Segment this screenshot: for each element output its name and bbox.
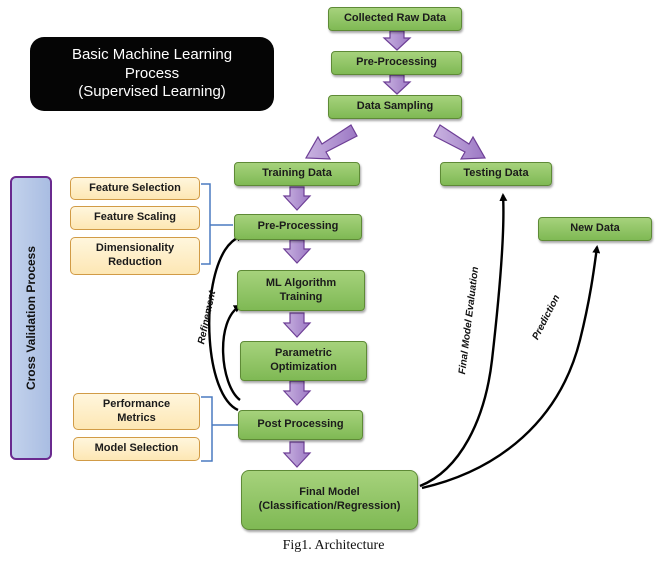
pre-processing-top-text: Pre-Processing	[356, 56, 437, 69]
title-line-3: (Supervised Learning)	[78, 83, 226, 101]
pre-processing-box: Pre-Processing	[234, 214, 362, 240]
post-processing-text: Post Processing	[257, 418, 344, 431]
ml-algorithm-training-text: ML Algorithm Training	[266, 277, 336, 305]
arrow-preprocess-to-sampling	[382, 74, 412, 95]
testing-data-box: Testing Data	[440, 162, 552, 186]
pre-processing-top-box: Pre-Processing	[331, 51, 462, 75]
model-selection-text: Model Selection	[94, 442, 179, 455]
parametric-line-2: Optimization	[270, 361, 337, 373]
performance-metrics-box: Performance Metrics	[73, 393, 200, 430]
refinement-loop-inner	[221, 304, 242, 401]
data-sampling-box: Data Sampling	[328, 95, 462, 119]
final-model-text: Final Model (Classification/Regression)	[259, 486, 401, 514]
bracket-postprocessing	[201, 396, 238, 462]
arrow-sampling-to-training	[304, 124, 358, 160]
arrow-sampling-to-testing	[433, 124, 487, 160]
arrow-post-to-final	[282, 441, 312, 468]
data-sampling-text: Data Sampling	[356, 100, 434, 113]
new-data-box: New Data	[538, 217, 652, 241]
performance-line-2: Metrics	[117, 411, 156, 424]
dimensionality-reduction-box: Dimensionality Reduction	[70, 237, 200, 275]
arrow-ml-to-parametric	[282, 312, 312, 338]
pre-processing-text: Pre-Processing	[257, 220, 339, 233]
prediction-curve	[421, 245, 601, 490]
dimensionality-line-1: Dimensionality	[95, 242, 175, 255]
diagram-title-box: Basic Machine Learning Process (Supervis…	[30, 37, 274, 111]
parametric-line-1: Parametric	[275, 347, 332, 360]
model-selection-box: Model Selection	[73, 437, 200, 461]
arrow-parametric-to-post	[282, 380, 312, 406]
ml-algorithm-line-1: ML Algorithm	[265, 276, 337, 289]
refinement-curves	[208, 233, 244, 412]
training-data-box: Training Data	[234, 162, 360, 186]
testing-data-text: Testing Data	[463, 167, 529, 180]
figure-caption: Fig1. Architecture	[282, 538, 385, 553]
arrow-preprocess-to-ml	[282, 239, 312, 264]
title-line-2: Process	[124, 64, 180, 82]
final-model-line-1: Final Model	[299, 486, 360, 499]
ml-algorithm-line-2: Training	[279, 290, 323, 303]
performance-line-1: Performance	[102, 397, 171, 410]
side-brackets	[201, 183, 238, 462]
feature-scaling-text: Feature Scaling	[94, 211, 176, 224]
dimensionality-line-2: Reduction	[108, 256, 162, 268]
block-arrows	[282, 30, 487, 468]
final-model-line-2: (Classification/Regression)	[258, 500, 401, 512]
final-model-evaluation-curve	[419, 193, 508, 488]
feature-scaling-box: Feature Scaling	[70, 206, 200, 230]
arrow-raw-to-preprocess	[382, 30, 412, 51]
training-data-text: Training Data	[262, 167, 332, 180]
dimensionality-reduction-text: Dimensionality Reduction	[96, 242, 174, 270]
output-curves	[419, 193, 601, 490]
feature-selection-box: Feature Selection	[70, 177, 200, 200]
post-processing-box: Post Processing	[238, 410, 363, 440]
cross-validation-panel	[10, 176, 52, 460]
ml-algorithm-training-box: ML Algorithm Training	[237, 270, 365, 311]
arrow-training-to-preprocess	[282, 186, 312, 211]
bracket-preprocessing	[201, 183, 233, 265]
final-model-box: Final Model (Classification/Regression)	[241, 470, 418, 530]
parametric-optimization-box: Parametric Optimization	[240, 341, 367, 381]
collected-raw-data-box: Collected Raw Data	[328, 7, 462, 31]
new-data-text: New Data	[570, 222, 620, 235]
parametric-optimization-text: Parametric Optimization	[270, 347, 337, 375]
title-line-1: Basic Machine Learning	[71, 45, 233, 63]
collected-raw-data-text: Collected Raw Data	[343, 12, 447, 25]
cross-validation-label: Cross Validation Process	[24, 245, 38, 391]
refinement-loop-outer	[208, 233, 244, 412]
performance-metrics-text: Performance Metrics	[103, 398, 170, 426]
feature-selection-text: Feature Selection	[89, 181, 181, 194]
